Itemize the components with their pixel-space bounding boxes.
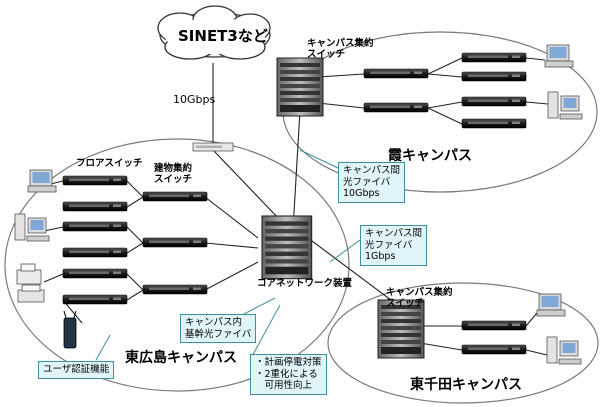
laptop-icon [536,293,566,317]
cloud-shape [157,5,271,60]
cloud-label: SINET3など [178,27,268,45]
network-switch-9 [142,191,208,202]
fax-machine-icon [16,263,42,285]
desktop-pc-icon [546,336,582,365]
redundancy-callout: ・計画停電対策 ・2重化による 可用性向上 [250,354,327,395]
network-switch-16 [461,96,527,107]
backbone-router-device [192,142,234,152]
network-switch-17 [461,118,527,129]
network-switch-10 [142,237,208,248]
building-aggregation-switch-label: 建物集約 スイッチ [154,163,193,185]
network-switch-15 [461,71,527,82]
authentication-device-icon [63,310,77,349]
callout-pointers [95,149,361,361]
floor-switch-label: フロアスイッチ [76,158,143,169]
network-switch-8 [62,294,128,305]
higashihiroshima-campus-label: 東広島キャンパス [125,350,237,366]
desktop-pc-icon [14,213,50,242]
kasumi-aggregation-switch-label: キャンパス集約 スイッチ [307,38,374,60]
higashisenda-campus-label: 東千田キャンパス [410,377,522,393]
kasumi-aggregation-chassis [276,57,324,117]
core-network-device-label: コアネットワーク装置 [257,278,353,289]
network-switch-19 [461,344,527,355]
network-switch-3 [62,175,128,186]
desktop-pc-icon [547,91,583,120]
network-switch-12 [363,68,429,79]
backbone-fiber-callout: キャンパス内 基幹光ファイバ [180,314,257,343]
user-authentication-callout: ユーザ認証機能 [38,361,115,379]
network-switch-4 [62,201,128,212]
laptop-icon [544,44,574,68]
network-switch-6 [62,247,128,258]
higashisenda-fiber-callout: キャンパス間 光ファイバ 1Gbps [360,225,428,266]
network-switch-5 [62,221,128,232]
network-switch-11 [142,284,208,295]
printer-icon [17,284,45,303]
uplink-speed-label: 10Gbps [173,93,216,106]
laptop-icon [27,169,57,193]
network-switch-18 [461,320,527,331]
higashisenda-aggregation-switch-label: キャンパス集約 スイッチ [386,287,453,309]
kasumi-campus-label: 霞キャンパス [388,148,472,164]
kasumi-fiber-callout: キャンパス間 光ファイバ 10Gbps [338,162,406,203]
network-switch-13 [363,102,429,113]
network-switch-7 [62,268,128,279]
core-network-chassis [261,215,313,280]
network-switch-14 [461,52,527,63]
